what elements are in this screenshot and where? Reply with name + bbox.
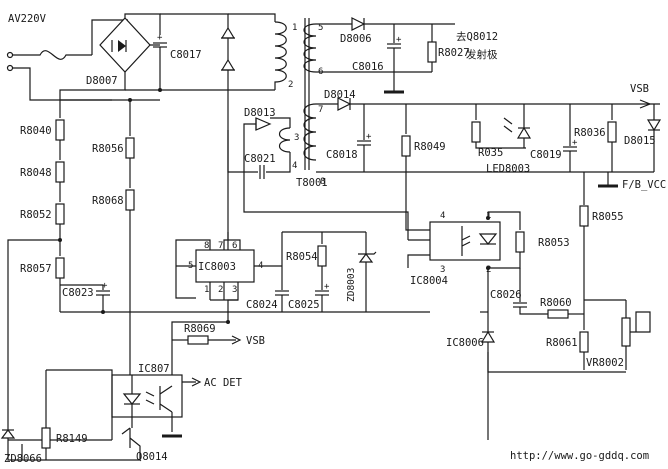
svg-text:2: 2 [288,80,293,90]
controller-ic8003: IC8003 8 7 6 5 4 1 2 3 [175,232,282,312]
d8007-label: D8007 [86,75,118,87]
bridge-rectifier-d8007: D8007 [86,17,151,87]
r8052-label: R8052 [20,209,52,221]
fb-vcc-label: F/B_VCC [622,179,666,191]
d8014-label: D8014 [324,89,356,101]
ic8004-label: IC8004 [410,275,448,287]
svg-text:6: 6 [232,241,237,251]
c8021-label: C8021 [244,153,276,165]
svg-text:+: + [366,132,372,142]
c8016-label: C8016 [352,61,384,73]
aux-winding-circuit: D8013 C8021 [227,90,409,250]
vcc-network: C8024 R8054 + C8025 ZD8003 [246,231,377,312]
c8023-label: C8023 [62,287,94,299]
r8027-label: R8027 [438,47,470,59]
c8025-label: C8025 [288,299,320,311]
d8015-label: D8015 [624,135,656,147]
svg-text:4: 4 [292,161,297,171]
svg-text:3: 3 [440,265,445,275]
d8006-label: D8006 [340,33,372,45]
svg-text:4: 4 [440,211,445,221]
zd8066-label: ZD8066 [4,453,42,465]
r8055-label: R8055 [592,211,624,223]
r8149-label: R8149 [56,433,88,445]
ic807-label: IC807 [138,363,170,375]
r8054-label: R8054 [286,251,318,263]
r8053-label: R8053 [538,237,570,249]
c8018-label: C8018 [326,149,358,161]
svg-text:2: 2 [486,265,491,275]
r035-label: R035 [478,147,503,159]
fuse-symbol [12,50,92,60]
svg-text:+: + [324,282,330,292]
led8003-label: LED8003 [486,163,530,175]
ac-terminal-top [6,51,14,59]
svg-text:7: 7 [218,241,223,251]
optocoupler-ic8004: 4 1 3 2 IC8004 [407,211,501,287]
svg-text:7: 7 [318,105,323,115]
r8040-label: R8040 [20,125,52,137]
q8012-note: 去Q8012 [456,31,498,43]
r8060-label: R8060 [540,297,572,309]
ic8003-label: IC8003 [198,261,236,273]
ac-voltage-label: AV220V [8,13,47,25]
feedback-network: R8055 R8053 C8026 R8060 R8061 VR8002 IC8… [446,172,651,440]
ac-detect-circuit: R8069 VSB AC DET IC807 R8149 ZD8066 Q801… [0,312,265,465]
svg-text:5: 5 [318,23,323,33]
svg-text:+: + [157,33,163,43]
c8017-label: C8017 [170,49,202,61]
ac-det-label: AC DET [204,377,243,389]
emitter-note: 发射极 [466,48,498,61]
ic8006-label: IC8006 [446,337,484,349]
svg-text:+: + [102,281,108,291]
svg-text:1: 1 [204,285,209,295]
resistor-chain-left: R8040 R8048 R8052 R8057 [20,98,160,312]
r8061-label: R8061 [546,337,578,349]
svg-text:8: 8 [204,241,209,251]
vsb-label: VSB [630,83,649,95]
svg-text:3: 3 [294,133,299,143]
c8024-label: C8024 [246,299,278,311]
svg-text:3: 3 [232,285,237,295]
ac-terminal-bottom [6,64,14,72]
resistor-chain-mid: R8056 R8068 [92,100,135,365]
r8049-label: R8049 [414,141,446,153]
vsb2-label: VSB [246,335,265,347]
q8014-label: Q8014 [136,451,168,463]
r8048-label: R8048 [20,167,52,179]
r8036-label: R8036 [574,127,606,139]
svg-text:1: 1 [486,211,491,221]
transformer-t8001: 1 2 5 6 7 8 3 4 T8001 [220,13,328,189]
zd8003-label: ZD8003 [346,268,357,302]
r8056-label: R8056 [92,143,124,155]
secondary-q8012: D8006 + C8016 R8027 去Q8012 发射极 [316,17,498,94]
ac-input: AV220V [6,13,128,101]
secondary-vsb: D8014 VSB + C8018 R8049 R035 LED8003 + C… [316,83,666,231]
t8001-label: T8001 [296,177,328,189]
r8068-label: R8068 [92,195,124,207]
vr8002-label: VR8002 [586,357,624,369]
svg-text:+: + [396,35,402,45]
c8019-label: C8019 [530,149,562,161]
r8069-label: R8069 [184,323,216,335]
svg-text:1: 1 [292,23,297,33]
d8013-label: D8013 [244,107,276,119]
svg-text:2: 2 [218,285,223,295]
footer-url: http://www.go-gddq.com [510,450,649,462]
svg-text:+: + [572,138,578,148]
r8057-label: R8057 [20,263,52,275]
svg-text:8: 8 [320,177,325,187]
c8026-label: C8026 [490,289,522,301]
